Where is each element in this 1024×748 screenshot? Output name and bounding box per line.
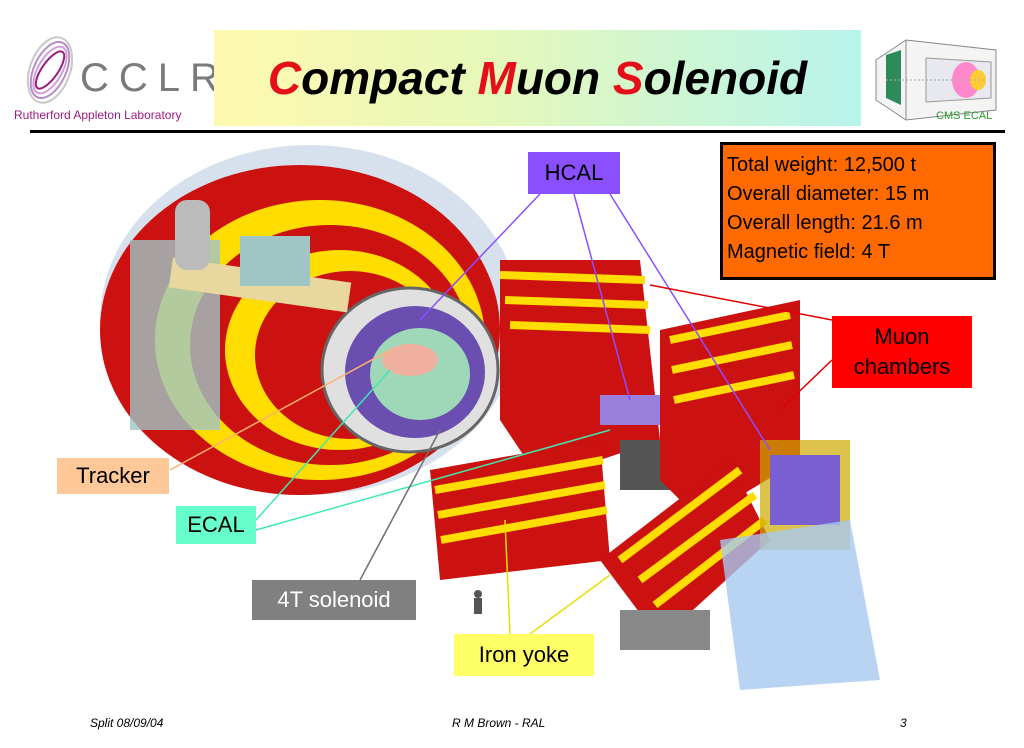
spec-box: Total weight: 12,500 t Overall diameter:… xyxy=(720,142,996,280)
spec-label: Overall diameter: xyxy=(727,183,880,205)
footer-date: Split 08/09/04 xyxy=(90,716,164,730)
muon-label-line2: chambers xyxy=(853,354,951,379)
endcap-right xyxy=(600,300,880,690)
spec-row: Overall diameter: 15 m xyxy=(727,180,993,209)
spec-label: Magnetic field: xyxy=(727,241,856,263)
iron-yoke-label: Iron yoke xyxy=(454,634,594,676)
ecal-thumbnail-label: CMS ECAL xyxy=(936,110,993,122)
cclrc-logo xyxy=(26,36,74,104)
endcap-middle xyxy=(430,260,680,580)
spec-value: 15 m xyxy=(884,183,930,205)
title-rest-2: uon xyxy=(515,52,613,104)
spec-value: 4 T xyxy=(861,241,891,263)
title-banner: Compact Muon Solenoid xyxy=(214,30,861,126)
muon-chambers-label: Muon chambers xyxy=(832,316,972,388)
tracker-label: Tracker xyxy=(57,458,169,494)
title-rest-3: olenoid xyxy=(643,52,808,104)
spec-label: Total weight: xyxy=(727,154,839,176)
barrel-section xyxy=(100,145,520,495)
muon-label-line1: Muon xyxy=(874,324,930,349)
title-rest-1: ompact xyxy=(301,52,478,104)
spec-value: 21.6 m xyxy=(861,212,923,234)
title-divider xyxy=(30,130,1005,133)
cms-detector-illustration xyxy=(100,145,880,690)
spec-row: Magnetic field: 4 T xyxy=(727,238,993,267)
footer-page-number: 3 xyxy=(900,716,907,730)
page-title: Compact Muon Solenoid xyxy=(268,51,807,105)
spec-value: 12,500 t xyxy=(843,154,917,176)
leader-lines xyxy=(169,193,833,635)
spec-row: Total weight: 12,500 t xyxy=(727,151,993,180)
title-initial-1: C xyxy=(267,52,302,104)
ecal-label: ECAL xyxy=(176,506,256,544)
spec-row: Overall length: 21.6 m xyxy=(727,209,993,238)
logo-swirl-icon xyxy=(26,36,74,104)
ecal-thumbnail-image xyxy=(875,39,997,121)
title-initial-2: M xyxy=(477,52,516,104)
spec-label: Overall length: xyxy=(727,212,856,234)
person-silhouette-icon xyxy=(474,590,482,614)
solenoid-label: 4T solenoid xyxy=(252,580,416,620)
title-initial-3: S xyxy=(612,52,644,104)
footer-author: R M Brown - RAL xyxy=(452,716,546,730)
hcal-label: HCAL xyxy=(528,152,620,194)
lab-name: Rutherford Appleton Laboratory xyxy=(14,108,182,122)
